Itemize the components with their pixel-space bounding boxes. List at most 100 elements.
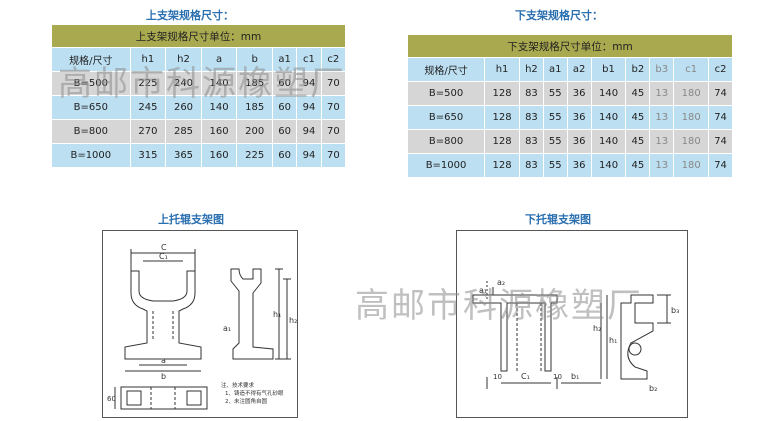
table-cell: 13 xyxy=(649,153,675,178)
table-cell: 36 xyxy=(566,81,592,106)
upper-header-cell: c2 xyxy=(320,47,347,72)
lower-header-cell: a1 xyxy=(542,57,568,82)
table-cell: 225 xyxy=(129,71,167,96)
dim-lower-b3: b₃ xyxy=(671,306,679,315)
table-cell: 36 xyxy=(566,105,592,130)
lower-header-cell: c2 xyxy=(708,57,733,82)
table-cell: 83 xyxy=(519,129,544,154)
dim-lower-10b: 10 xyxy=(553,373,562,381)
lower-header-cell: c1 xyxy=(673,57,710,82)
table-cell: 140 xyxy=(200,71,238,96)
lower-header-cell: b1 xyxy=(590,57,627,82)
dim-h1: h₁ xyxy=(273,310,281,319)
table-cell: B=1000 xyxy=(51,143,131,168)
dim-lower-h1: h₁ xyxy=(609,336,617,345)
dim-c: C xyxy=(161,243,167,252)
dim-h2: h₂ xyxy=(289,316,297,325)
table-cell: 185 xyxy=(236,71,273,96)
table-cell: 60 xyxy=(271,143,298,168)
table-cell: 55 xyxy=(542,129,568,154)
table-cell: 200 xyxy=(236,119,273,144)
table-cell: 128 xyxy=(484,129,520,154)
dim-c1: C₁ xyxy=(159,252,168,261)
table-cell: B=650 xyxy=(51,95,131,120)
table-cell: 83 xyxy=(519,81,544,106)
dim-lower-h2: h₂ xyxy=(593,324,601,333)
table-cell: 70 xyxy=(320,119,347,144)
upper-header-cell: 规格/尺寸 xyxy=(51,47,131,72)
lower-spec-caption: 下支架规格尺寸单位：mm xyxy=(407,34,733,58)
lower-header-cell: a2 xyxy=(566,57,592,82)
dim-a1: a₁ xyxy=(223,324,231,333)
upper-header-cell: c1 xyxy=(296,47,322,72)
table-cell: 365 xyxy=(165,143,202,168)
table-cell: 45 xyxy=(625,105,651,130)
table-cell: B=800 xyxy=(51,119,131,144)
table-cell: 70 xyxy=(320,71,347,96)
lower-drawing-title: 下托辊支架图 xyxy=(525,213,591,226)
table-cell: B=800 xyxy=(406,129,486,154)
upper-header-cell: h2 xyxy=(165,47,202,72)
table-cell: 55 xyxy=(542,153,568,178)
lower-spec-title: 下支架规格尺寸： xyxy=(515,9,603,22)
lower-bracket-svg: h₁ h₂ b₁ b₂ C₁ b₃ a₁ a₂ 10 10 xyxy=(472,278,679,393)
table-cell: 140 xyxy=(200,95,238,120)
table-cell: 45 xyxy=(625,129,651,154)
upper-bracket-svg: C C₁ a b h₁ h₂ a₁ 60 注、技术要求 1、铸造不得有气孔砂眼 … xyxy=(107,243,297,410)
note-2: 1、铸造不得有气孔砂眼 xyxy=(225,389,284,397)
table-cell: 55 xyxy=(542,105,568,130)
lower-header-cell: b2 xyxy=(625,57,651,82)
table-cell: 70 xyxy=(320,95,347,120)
table-cell: 285 xyxy=(165,119,202,144)
upper-header-cell: b xyxy=(236,47,273,72)
table-cell: 160 xyxy=(200,143,238,168)
table-cell: 55 xyxy=(542,81,568,106)
table-cell: 83 xyxy=(519,105,544,130)
upper-bracket-drawing: C C₁ a b h₁ h₂ a₁ 60 注、技术要求 1、铸造不得有气孔砂眼 … xyxy=(102,230,298,418)
table-cell: 240 xyxy=(165,71,202,96)
table-cell: 94 xyxy=(296,71,322,96)
table-cell: 315 xyxy=(129,143,167,168)
table-cell: 140 xyxy=(590,105,627,130)
dim-lower-b1: b₁ xyxy=(571,372,579,381)
table-cell: 180 xyxy=(673,129,710,154)
table-cell: B=500 xyxy=(51,71,131,96)
table-cell: 45 xyxy=(625,81,651,106)
table-cell: 140 xyxy=(590,129,627,154)
table-cell: 160 xyxy=(200,119,238,144)
lower-header-cell: h1 xyxy=(484,57,520,82)
table-cell: 36 xyxy=(566,129,592,154)
table-cell: 245 xyxy=(129,95,167,120)
lower-header-cell: b3 xyxy=(649,57,675,82)
table-cell: 140 xyxy=(590,153,627,178)
table-cell: 74 xyxy=(708,129,733,154)
table-cell: 13 xyxy=(649,105,675,130)
dim-lower-a1: a₁ xyxy=(479,286,487,295)
table-cell: 140 xyxy=(590,81,627,106)
table-cell: 225 xyxy=(236,143,273,168)
table-cell: 13 xyxy=(649,81,675,106)
table-cell: 74 xyxy=(708,153,733,178)
table-cell: 94 xyxy=(296,119,322,144)
lower-bracket-drawing: h₁ h₂ b₁ b₂ C₁ b₃ a₁ a₂ 10 10 xyxy=(456,230,688,418)
dim-lower-b2: b₂ xyxy=(649,384,657,393)
table-cell: 94 xyxy=(296,95,322,120)
upper-spec-title: 上支架规格尺寸： xyxy=(146,9,234,22)
upper-drawing-title: 上托辊支架图 xyxy=(158,213,224,226)
note-3: 2、未注圆角自圆 xyxy=(225,397,267,405)
upper-spec-caption: 上支架规格尺寸单位：mm xyxy=(51,24,346,48)
table-cell: 74 xyxy=(708,105,733,130)
lower-header-cell: h2 xyxy=(519,57,544,82)
table-cell: 128 xyxy=(484,81,520,106)
upper-header-cell: h1 xyxy=(129,47,167,72)
table-cell: B=1000 xyxy=(406,153,486,178)
table-cell: 180 xyxy=(673,81,710,106)
table-cell: 180 xyxy=(673,153,710,178)
table-cell: 128 xyxy=(484,105,520,130)
table-cell: 128 xyxy=(484,153,520,178)
